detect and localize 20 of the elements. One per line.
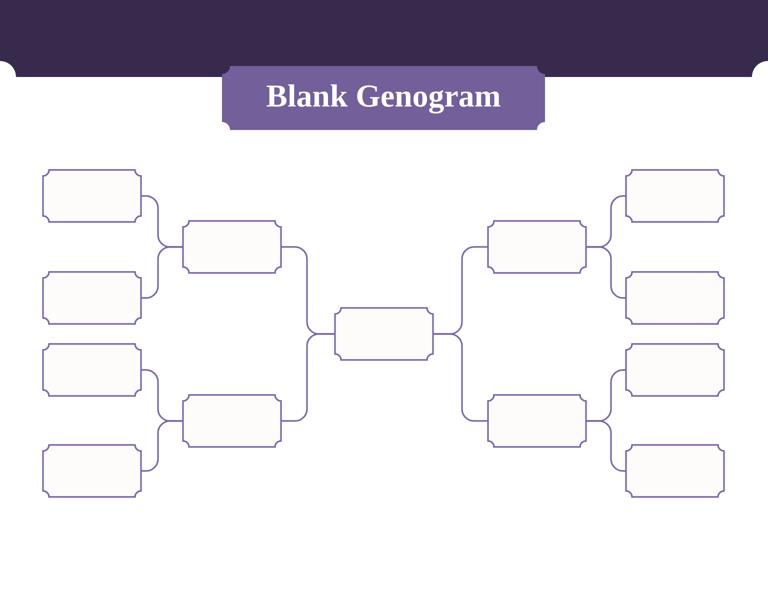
connector-line	[433, 333, 488, 422]
connector-line	[586, 420, 626, 472]
person-box	[42, 271, 142, 325]
person-box	[487, 394, 587, 448]
person-box	[625, 343, 725, 397]
person-box	[625, 444, 725, 498]
person-box	[625, 271, 725, 325]
connector-line	[141, 420, 183, 472]
person-box	[182, 220, 282, 274]
title-banner: Blank Genogram	[222, 66, 545, 130]
person-box	[182, 394, 282, 448]
connector-line	[141, 246, 183, 299]
person-box	[334, 307, 434, 361]
person-box	[487, 220, 587, 274]
person-box	[42, 444, 142, 498]
connector-line	[281, 333, 335, 422]
connector-line	[586, 246, 626, 299]
person-box	[42, 169, 142, 223]
person-box	[42, 343, 142, 397]
person-box	[625, 169, 725, 223]
